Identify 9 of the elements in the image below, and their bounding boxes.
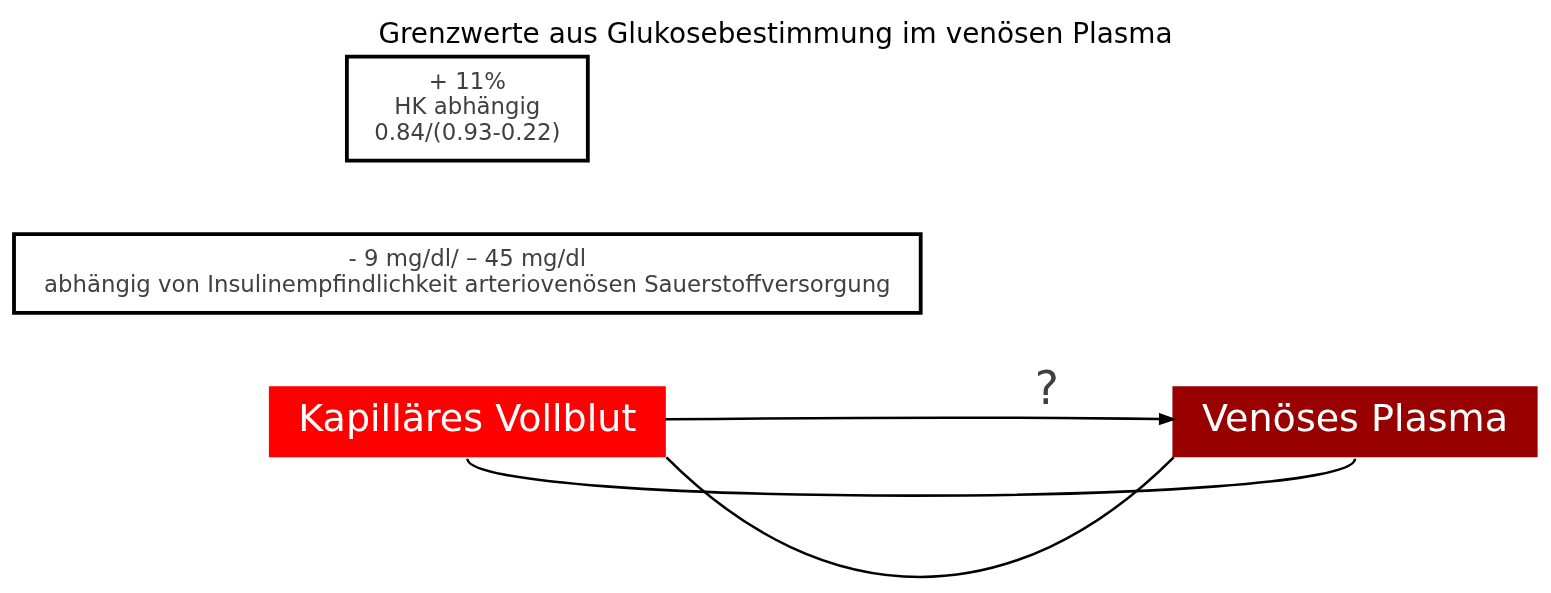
arrow: [665, 412, 1177, 426]
node-box: - 9 mg/dl/ – 45 mg/dl abhängig von Insulinempfindlichkeit arteriovenösen Sauerstoffversorgung: [12, 232, 923, 315]
connector: [466, 457, 1356, 497]
connector: [665, 456, 1175, 578]
node-box: + 11% HK abhängig 0.84/(0.93-0.22): [345, 54, 590, 163]
node-box: Kapilläres Vollblut: [268, 386, 666, 458]
diagram-title: Grenzwerte aus Glukosebestimmung im venösen Plasma: [378, 17, 1173, 51]
edge-label: ?: [1034, 361, 1059, 415]
node-box: Venöses Plasma: [1172, 386, 1538, 458]
